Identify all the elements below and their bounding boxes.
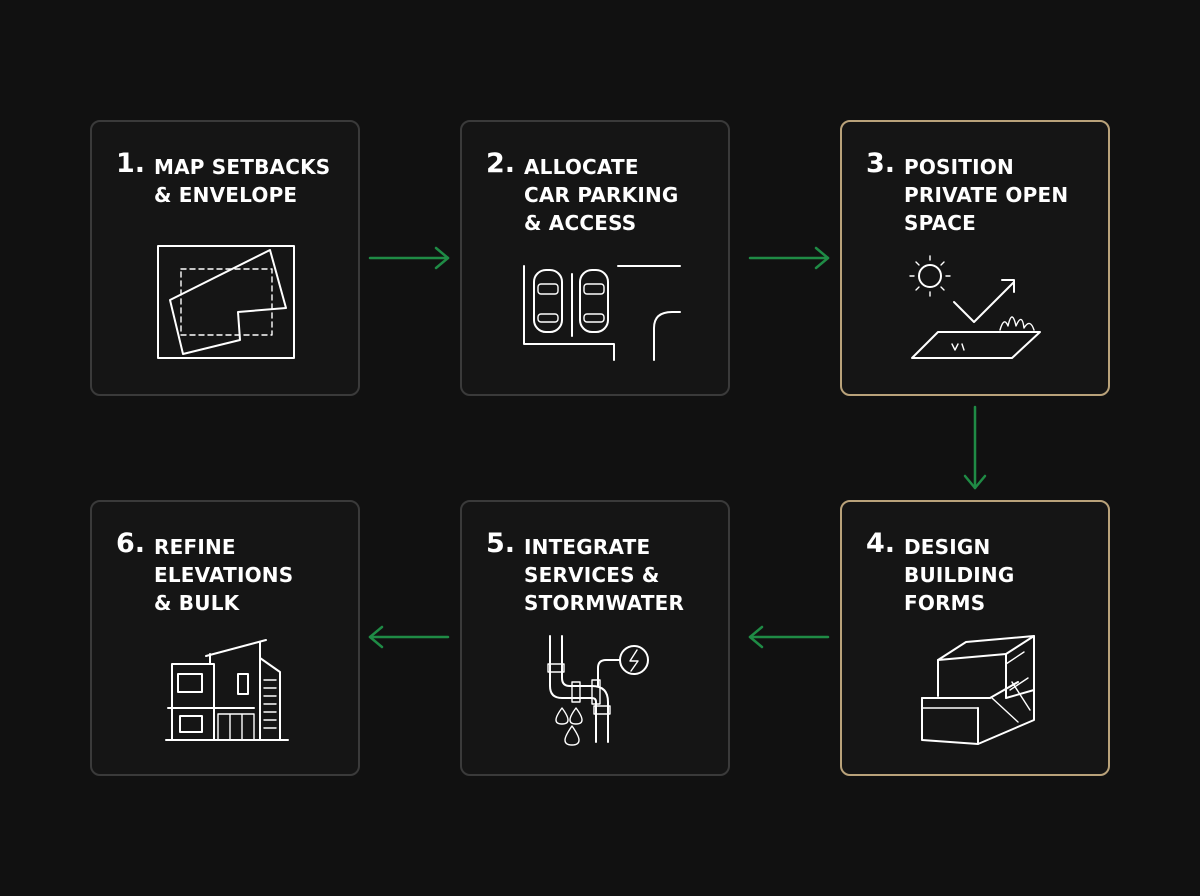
step-number: 5. bbox=[486, 528, 516, 559]
step-title: POSITION PRIVATE OPEN SPACE bbox=[904, 155, 1069, 235]
step-number: 3. bbox=[866, 148, 896, 179]
building-blocks-icon bbox=[921, 635, 1035, 745]
step-title: REFINE ELEVATIONS & BULK bbox=[154, 535, 294, 615]
step-title: MAP SETBACKS & ENVELOPE bbox=[154, 155, 331, 207]
step-number: 1. bbox=[116, 148, 146, 179]
house-elevation-icon bbox=[165, 639, 289, 741]
arrow-step4-to-step5 bbox=[748, 625, 830, 649]
pipes-services-icon bbox=[547, 635, 649, 746]
step-card-4: 4. DESIGN BUILDING FORMS bbox=[840, 500, 1110, 776]
step-title: ALLOCATE CAR PARKING & ACCESS bbox=[524, 155, 679, 235]
arrow-step5-to-step6 bbox=[368, 625, 450, 649]
car-parking-icon bbox=[523, 265, 681, 361]
site-plan-icon bbox=[157, 245, 295, 359]
step-number: 4. bbox=[866, 528, 896, 559]
sun-open-space-icon bbox=[909, 255, 1041, 359]
step-card-6: 6. REFINE ELEVATIONS & BULK bbox=[90, 500, 360, 776]
step-number: 2. bbox=[486, 148, 516, 179]
step-card-2: 2. ALLOCATE CAR PARKING & ACCESS bbox=[460, 120, 730, 396]
arrow-step2-to-step3 bbox=[748, 246, 830, 270]
step-card-5: 5. INTEGRATE SERVICES & STORMWATER bbox=[460, 500, 730, 776]
step-title: INTEGRATE SERVICES & STORMWATER bbox=[524, 535, 685, 615]
arrow-step1-to-step2 bbox=[368, 246, 450, 270]
step-number: 6. bbox=[116, 528, 146, 559]
arrow-step3-to-step4 bbox=[963, 405, 987, 490]
step-title: DESIGN BUILDING FORMS bbox=[904, 535, 1015, 615]
step-card-3: 3. POSITION PRIVATE OPEN SPACE bbox=[840, 120, 1110, 396]
step-card-1: 1. MAP SETBACKS & ENVELOPE bbox=[90, 120, 360, 396]
